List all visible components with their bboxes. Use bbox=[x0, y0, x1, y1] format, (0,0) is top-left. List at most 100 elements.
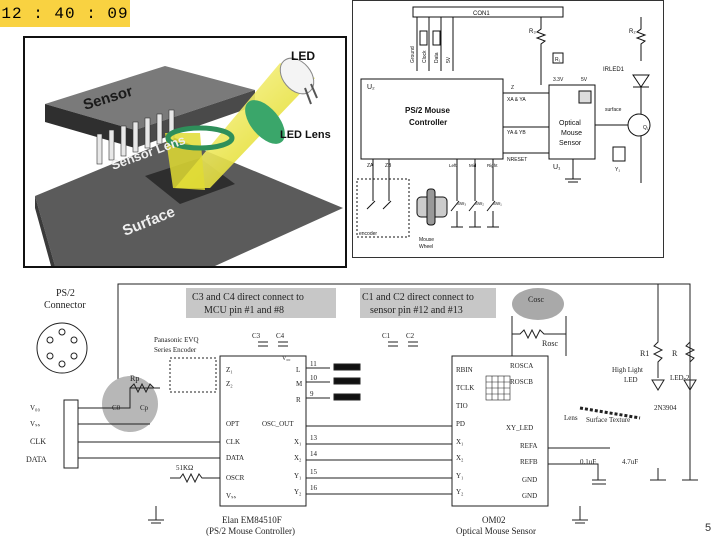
sensor-chip bbox=[451, 355, 549, 507]
highlight-cosc bbox=[512, 288, 564, 320]
label-zb: ZB bbox=[385, 163, 392, 169]
sensor-chip-top bbox=[45, 66, 255, 130]
label-q1: Q₁ bbox=[643, 125, 649, 131]
mcu-pin-num-15: 15 bbox=[310, 468, 318, 476]
mcu-pin-z1: Z₁ bbox=[226, 366, 233, 374]
sensor-pin-roscb: ROSCB bbox=[510, 378, 533, 386]
mcu-pin-num-16: 16 bbox=[310, 484, 318, 492]
note-left-line2: MCU pin #1 and #8 bbox=[204, 305, 284, 316]
label-mouse: Mouse bbox=[419, 237, 434, 243]
sensor-block bbox=[548, 84, 596, 160]
mcu-pin-x1: X₁ bbox=[294, 438, 302, 446]
label-y1: Y₁ bbox=[615, 167, 620, 173]
mcu-pin-x2: X₂ bbox=[294, 454, 302, 462]
mcu-pin-num-13: 13 bbox=[310, 434, 318, 442]
sensor-pin-y2: Y₂ bbox=[456, 488, 464, 496]
label-vss-pin: Vₛₛ bbox=[30, 420, 41, 428]
con1-box bbox=[412, 6, 564, 18]
sensor-pin-gnd2: GND bbox=[522, 492, 537, 500]
note-right-line2: sensor pin #12 and #13 bbox=[370, 305, 463, 316]
note-right-line1: C1 and C2 direct connect to bbox=[362, 292, 474, 303]
label-right: Right bbox=[487, 163, 498, 168]
mcu-pin-num-9: 9 bbox=[310, 390, 314, 398]
label-xb: YA & YB bbox=[507, 130, 526, 136]
label-r2: R₂ bbox=[629, 29, 636, 35]
sensor-pin-pd: PD bbox=[456, 420, 465, 428]
label-cap-01: 0.1uF bbox=[580, 458, 596, 466]
label-surface-texture: Surface Texture bbox=[586, 416, 630, 424]
label-c1: C1 bbox=[382, 332, 391, 340]
label-rosc: Rosc bbox=[542, 339, 558, 348]
encoder-box bbox=[356, 178, 410, 238]
mcu-pin-r: R bbox=[296, 396, 301, 404]
label-data: Data bbox=[434, 52, 440, 63]
sensor-pin-rosca: ROSCA bbox=[510, 362, 533, 370]
sensor-pin-rbin: RBIN bbox=[456, 366, 473, 374]
sensor-array-icon bbox=[485, 375, 511, 401]
encoder-title-2: Series Encoder bbox=[154, 346, 197, 354]
label-c3: C3 bbox=[252, 332, 261, 340]
label-u2: U₂ bbox=[367, 84, 375, 91]
label-led2: LED-2 bbox=[670, 374, 690, 382]
con1-label: CON1 bbox=[473, 11, 490, 17]
mcu-pin-vdd: V₀₀ bbox=[282, 356, 291, 362]
mcu-pin-y1: Y₁ bbox=[294, 472, 302, 480]
encoder-switch-box bbox=[169, 357, 217, 393]
controller-block bbox=[360, 78, 504, 160]
label-z: Z bbox=[511, 85, 514, 91]
label-c2: C2 bbox=[406, 332, 415, 340]
label-r-sch: R bbox=[672, 349, 678, 358]
ps2-title-1: PS/2 bbox=[56, 288, 75, 299]
sensor-pin-x2: X₂ bbox=[456, 454, 464, 462]
label-r3: R₃ bbox=[529, 29, 536, 35]
sensor-pin-refa: REFA bbox=[520, 442, 537, 450]
sensor-pin-tclk: TCLK bbox=[456, 384, 474, 392]
sensor-pin-x1: X₁ bbox=[456, 438, 464, 446]
sensor-illustration: Sensor Sensor Lens LED LED Lens Surface bbox=[23, 36, 347, 268]
label-rp: Rp bbox=[130, 374, 139, 383]
label-sw1: SW₁ bbox=[493, 201, 502, 206]
mcu-pin-opt: OPT bbox=[226, 420, 240, 428]
label-led-lens: LED Lens bbox=[280, 129, 331, 141]
sensor-illustration-svg: Sensor Sensor Lens LED LED Lens Surface bbox=[35, 49, 343, 266]
label-c0: C0 bbox=[112, 404, 121, 412]
label-2n3904: 2N3904 bbox=[654, 404, 677, 412]
circuit-schematic-svg: C3 and C4 direct connect to MCU pin #1 a… bbox=[26, 283, 698, 536]
mcu-name-1: Elan EM84510F bbox=[222, 515, 282, 525]
label-clk-pin: CLK bbox=[30, 437, 46, 446]
note-left-box bbox=[186, 288, 336, 318]
sensor-pin-tio: TIO bbox=[456, 402, 468, 410]
label-left: Left bbox=[449, 163, 457, 168]
mcu-pin-oscout: OSC_OUT bbox=[262, 420, 294, 428]
block-diagram-svg: CON1 Ground Clock Data 5V U₂ PS/2 Mouse … bbox=[356, 6, 651, 250]
label-clock: Clock bbox=[422, 50, 428, 63]
sensor-title-3: Sensor bbox=[559, 140, 582, 147]
irled-icon bbox=[632, 74, 650, 88]
label-vdd-pin: V₀₀ bbox=[30, 404, 40, 412]
mcu-pin-y2: Y₂ bbox=[294, 488, 302, 496]
mcu-chip bbox=[219, 355, 307, 507]
page-number: 5 bbox=[705, 522, 712, 534]
mcu-pin-vss: Vₛₛ bbox=[226, 492, 237, 500]
label-ground: Ground bbox=[410, 46, 416, 63]
sensor-lens bbox=[165, 125, 235, 151]
label-za: ZA bbox=[367, 163, 374, 169]
mcu-pin-z2: Z₂ bbox=[226, 380, 233, 388]
note-left-line1: C3 and C4 direct connect to bbox=[192, 292, 304, 303]
label-sw3: SW₃ bbox=[457, 201, 466, 206]
label-wheel: Wheel bbox=[419, 244, 433, 250]
sensor-name-1: OM02 bbox=[482, 515, 506, 525]
ps2-connector-icon bbox=[36, 322, 88, 374]
sensor-pin-gnd1: GND bbox=[522, 476, 537, 484]
led-icon bbox=[279, 57, 315, 95]
encoder-title-1: Panasonic EVQ bbox=[154, 336, 199, 344]
surface-plate bbox=[35, 138, 343, 266]
mouse-buttons bbox=[306, 363, 361, 401]
block-diagram: CON1 Ground Clock Data 5V U₂ PS/2 Mouse … bbox=[352, 0, 664, 258]
label-nreset: NRESET bbox=[507, 157, 527, 163]
led-lens bbox=[245, 100, 285, 144]
label-u1: U₁ bbox=[553, 164, 561, 171]
high-light-led-icon bbox=[651, 379, 665, 391]
mcu-pin-num-11: 11 bbox=[310, 360, 317, 368]
label-3v3: 3.3V bbox=[553, 77, 564, 83]
